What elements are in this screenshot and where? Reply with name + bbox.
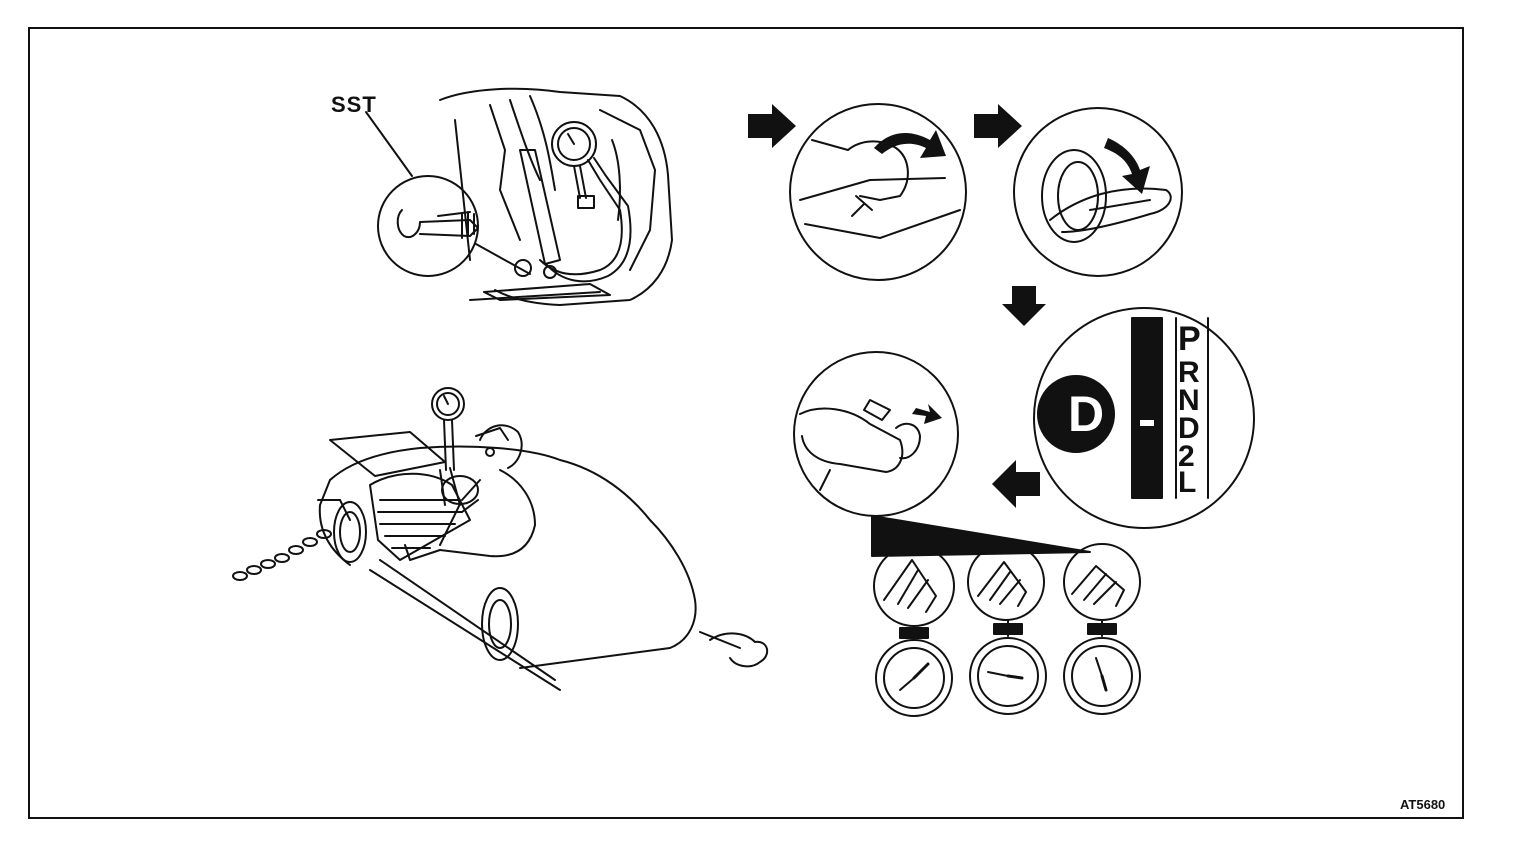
figure-border xyxy=(28,27,1464,819)
small-arrow-icon xyxy=(912,404,942,424)
curved-arrow-icon xyxy=(1104,138,1150,194)
tow-chain-icon xyxy=(232,529,332,581)
gauge-high-icon xyxy=(1063,637,1141,715)
arrow-icon xyxy=(748,104,1046,508)
car-illustration xyxy=(317,387,769,691)
figure-code: AT5680 xyxy=(1400,797,1446,812)
pressure-gauge-icon xyxy=(551,121,597,199)
shift-selector-step xyxy=(1033,307,1255,529)
sst-inset xyxy=(365,111,531,277)
curved-arrow-icon xyxy=(874,130,946,158)
selector-position-n: N xyxy=(1178,384,1200,417)
pedal-sequence xyxy=(873,543,1141,641)
ignition-key-step xyxy=(1013,107,1183,277)
gauge-low-icon xyxy=(875,639,953,717)
selector-position-l: L xyxy=(1178,466,1197,499)
selector-position-2: 2 xyxy=(1178,440,1195,473)
sst-label: SST xyxy=(331,92,377,117)
selector-current: D xyxy=(1068,386,1105,442)
selector-position-r: R xyxy=(1178,356,1200,389)
brake-pedal-step xyxy=(793,351,959,517)
selector-position-d: D xyxy=(1178,412,1200,445)
callout-wedge xyxy=(871,515,1091,557)
parking-brake-step xyxy=(789,103,967,281)
gauge-mid-icon xyxy=(969,637,1047,715)
selector-position-p: P xyxy=(1178,320,1201,358)
transmission-illustration xyxy=(439,87,673,306)
